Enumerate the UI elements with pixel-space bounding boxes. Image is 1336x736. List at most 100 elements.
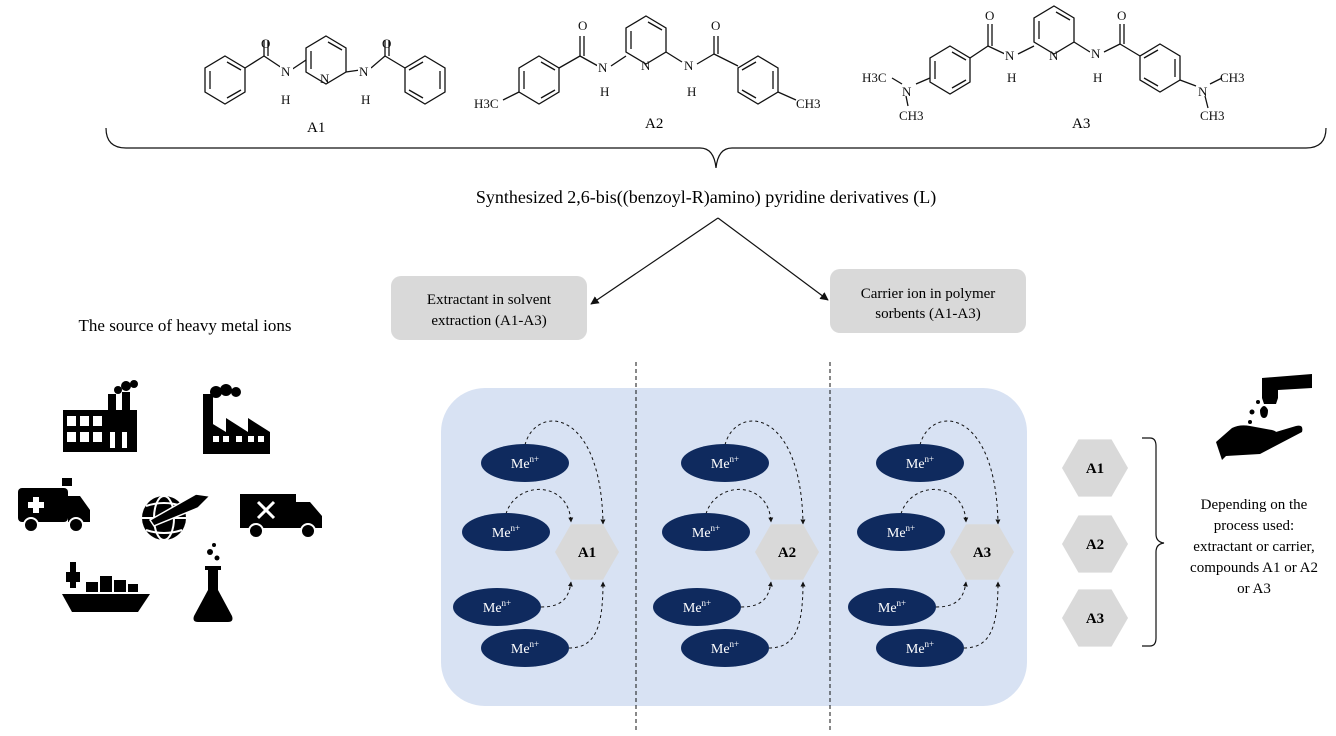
atom-ch3: CH3 [796,96,821,111]
metal-ion: Men+ [681,444,769,482]
metal-ion: Men+ [481,444,569,482]
metal-ion-label: Men+ [711,639,739,657]
metal-ion-label: Men+ [711,454,739,472]
atom-o: O [985,8,994,23]
molecule-a2-atoms: H3C O N H N N H O CH3 A2 [474,18,821,132]
metal-ion: Men+ [662,513,750,551]
diagram-title: Synthesized 2,6-bis((benzoyl-R)amino) py… [476,187,936,208]
metal-ion: Men+ [481,629,569,667]
metal-ion-label: Men+ [511,639,539,657]
atom-n: N [598,60,608,75]
binding-arrow [963,581,1001,649]
molecule-a1-atoms: N H O N N H O A1 [261,36,391,136]
hand-water-icon [1216,374,1312,460]
process-box-polymer: Carrier ion in polymer sorbents (A1-A3) [830,269,1026,333]
flask-icon [193,543,233,622]
legend-label: A2 [1086,537,1104,553]
metal-ion: Men+ [857,513,945,551]
metal-ion: Men+ [462,513,550,551]
metal-ion-label: Men+ [906,639,934,657]
compound-label-a1: A1 [307,120,325,136]
binding-arrow [724,420,806,525]
atom-n: N [359,64,369,79]
arrow-to-solvent [590,217,719,305]
legend-note-line: Depending on the [1201,497,1308,513]
factory-icon [63,380,138,452]
molecule-a2 [502,15,797,105]
metal-ion-label: Men+ [878,598,906,616]
atom-n: N [320,71,330,86]
binding-arrow [935,581,968,608]
molecule-a1 [204,35,446,105]
legend-note-line: process used: [1214,518,1294,534]
metal-ion-label: Men+ [887,523,915,541]
metal-ion-label: Men+ [683,598,711,616]
panel-a2: Men+ Men+ Men+ Men+ A2 [653,420,819,667]
binding-arrow [524,420,606,525]
ligand-label: A1 [578,545,596,561]
atom-h: H [1007,70,1016,85]
svg-text:sorbents (A1-A3): sorbents (A1-A3) [875,306,980,322]
legend-hexagon: A3 [1062,589,1128,647]
atom-h: H [1093,70,1102,85]
atom-o: O [261,36,270,51]
metal-ion-label: Men+ [692,523,720,541]
atom-ch3: CH3 [1220,70,1245,85]
metal-ion: Men+ [848,588,936,626]
svg-text:Carrier ion in polymer: Carrier ion in polymer [861,286,996,302]
binding-arrow [919,420,1001,525]
atom-n: N [641,58,651,73]
atom-n: N [1198,84,1208,99]
atom-n: N [281,64,291,79]
ligand-hexagon: A3 [950,524,1014,580]
metal-ion: Men+ [653,588,741,626]
atom-h: H [281,92,290,107]
compound-label-a3: A3 [1072,116,1090,132]
svg-text:Extractant in solvent: Extractant in solvent [427,292,552,308]
binding-arrow [768,581,806,649]
binding-arrow [740,581,773,608]
legend-hexagon: A1 [1062,439,1128,497]
metal-ion: Men+ [876,629,964,667]
atom-ch3: CH3 [899,108,924,123]
ambulance-icon [18,478,90,533]
legend-hexagon: A2 [1062,515,1128,573]
ligand-label: A2 [778,545,796,561]
metal-ion-label: Men+ [483,598,511,616]
metal-ion-label: Men+ [492,523,520,541]
binding-arrow [540,581,573,608]
binding-arrow [568,581,606,649]
atom-ch3: CH3 [1200,108,1225,123]
atom-o: O [1117,8,1126,23]
process-box-solvent: Extractant in solvent extraction (A1-A3) [391,276,587,340]
metal-ion-label: Men+ [511,454,539,472]
compound-label-a2: A2 [645,116,663,132]
ship-icon [62,562,150,612]
metal-ion: Men+ [453,588,541,626]
legend-label: A1 [1086,461,1104,477]
atom-h: H [687,84,696,99]
panel-a1: Men+ Men+ Men+ Men+ A1 [453,420,619,667]
metal-ion: Men+ [876,444,964,482]
legend-note-line: or A3 [1237,581,1271,597]
ligand-hexagon: A2 [755,524,819,580]
factory-smoke-icon [203,384,270,454]
atom-o: O [711,18,720,33]
ligand-label: A3 [973,545,991,561]
atom-o: O [382,36,391,51]
atom-h3c: H3C [474,96,499,111]
compound-brace [105,127,1327,169]
legend-brace [1142,437,1165,647]
metal-ion-label: Men+ [906,454,934,472]
molecule-a3-atoms: H3C N CH3 O N H N N H O N CH3 CH3 A3 [862,8,1245,132]
panel-a3: Men+ Men+ Men+ Men+ A3 [848,420,1014,667]
ligand-hexagon: A1 [555,524,619,580]
legend-note-line: compounds A1 or A2 [1190,560,1318,576]
food-truck-icon [240,494,322,539]
legend-label: A3 [1086,611,1104,627]
atom-h: H [361,92,370,107]
atom-n: N [684,58,694,73]
